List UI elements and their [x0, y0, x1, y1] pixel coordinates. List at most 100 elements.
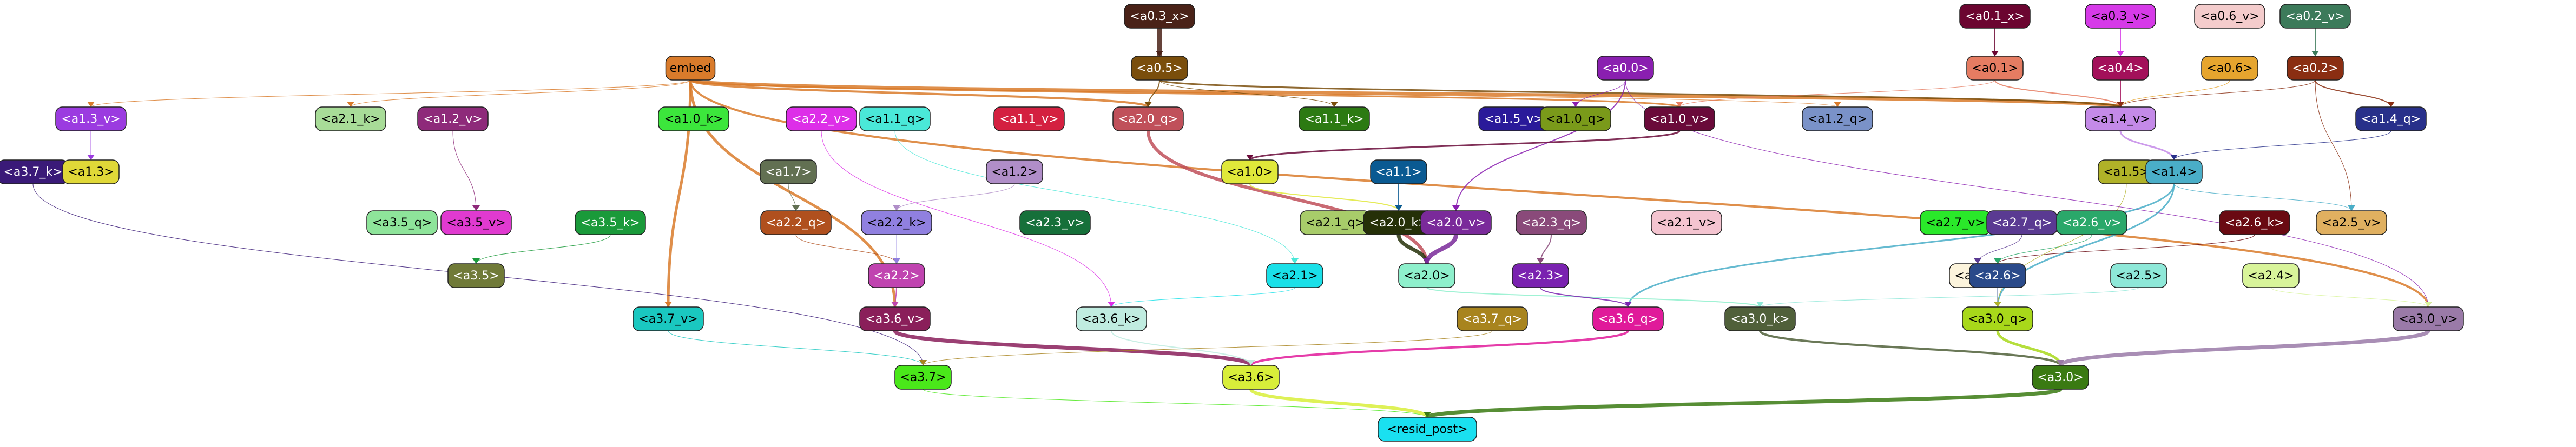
graph-node[interactable]: <a2.2>: [868, 263, 925, 288]
node-box[interactable]: [2056, 210, 2127, 235]
node-box[interactable]: [1512, 263, 1569, 288]
graph-node[interactable]: <a3.0>: [2032, 365, 2089, 390]
node-box[interactable]: [417, 106, 489, 131]
node-box[interactable]: [1266, 263, 1323, 288]
node-box[interactable]: [2032, 365, 2089, 390]
node-box[interactable]: [1959, 4, 2031, 29]
node-box[interactable]: [859, 106, 931, 131]
node-box[interactable]: [2219, 210, 2290, 235]
node-box[interactable]: [1131, 56, 1188, 81]
node-box[interactable]: [2287, 56, 2344, 81]
node-box[interactable]: [1966, 56, 2024, 81]
node-box[interactable]: [1221, 159, 1279, 184]
node-box[interactable]: [366, 210, 438, 235]
graph-node[interactable]: <a3.7_k>: [0, 159, 69, 184]
node-box[interactable]: [2145, 159, 2203, 184]
node-box[interactable]: [1112, 106, 1184, 131]
node-box[interactable]: [1644, 106, 1715, 131]
node-box[interactable]: [440, 210, 512, 235]
graph-node[interactable]: <a0.2>: [2287, 56, 2344, 81]
node-box[interactable]: [2085, 4, 2156, 29]
node-box[interactable]: [1724, 306, 1796, 331]
graph-node[interactable]: <a1.2>: [986, 159, 1043, 184]
node-box[interactable]: [2279, 4, 2351, 29]
graph-node[interactable]: <a3.7>: [894, 365, 952, 390]
graph-node[interactable]: <a2.1_v>: [1651, 210, 1722, 235]
node-box[interactable]: [2316, 210, 2387, 235]
node-box[interactable]: [868, 263, 925, 288]
graph-node[interactable]: <a0.3_x>: [1124, 4, 1195, 29]
node-box[interactable]: [1222, 365, 1280, 390]
graph-node[interactable]: <a0.1_x>: [1959, 4, 2031, 29]
graph-node[interactable]: <a2.3_q>: [1516, 210, 1587, 235]
node-box[interactable]: [861, 210, 932, 235]
node-box[interactable]: [2085, 106, 2156, 131]
node-box[interactable]: [575, 210, 646, 235]
graph-node[interactable]: <a3.5_q>: [366, 210, 438, 235]
graph-node[interactable]: <a0.4>: [2092, 56, 2149, 81]
node-box[interactable]: [447, 263, 505, 288]
node-box[interactable]: [1969, 263, 2026, 288]
graph-node[interactable]: <a3.6_q>: [1592, 306, 1664, 331]
node-box[interactable]: [2355, 106, 2427, 131]
node-box[interactable]: [2092, 56, 2149, 81]
graph-node[interactable]: <a3.6_v>: [859, 306, 931, 331]
graph-node[interactable]: <a1.1_k>: [1299, 106, 1370, 131]
node-box[interactable]: [1076, 306, 1147, 331]
graph-node[interactable]: <a2.7_q>: [1986, 210, 2058, 235]
graph-node[interactable]: <a2.1_k>: [315, 106, 386, 131]
node-box[interactable]: [1962, 306, 2033, 331]
node-box[interactable]: [62, 159, 120, 184]
node-box[interactable]: [658, 106, 729, 131]
graph-node[interactable]: embed: [665, 56, 716, 81]
graph-node[interactable]: <a1.2_q>: [1802, 106, 1873, 131]
graph-node[interactable]: <a0.6_v>: [2194, 4, 2265, 29]
graph-node[interactable]: <a2.1_q>: [1300, 210, 1371, 235]
node-box[interactable]: [1592, 306, 1664, 331]
graph-node[interactable]: <a2.2_q>: [760, 210, 832, 235]
graph-node[interactable]: <resid_post>: [1378, 417, 1477, 442]
node-box[interactable]: [760, 159, 817, 184]
graph-node[interactable]: <a1.0_k>: [658, 106, 729, 131]
graph-node[interactable]: <a2.5>: [2110, 263, 2167, 288]
graph-node[interactable]: <a2.0>: [1398, 263, 1455, 288]
graph-node[interactable]: <a1.1_q>: [859, 106, 931, 131]
graph-node[interactable]: <a1.4_v>: [2085, 106, 2156, 131]
node-box[interactable]: [1124, 4, 1195, 29]
node-box[interactable]: [315, 106, 386, 131]
graph-node[interactable]: <a1.0_q>: [1540, 106, 1611, 131]
node-box[interactable]: [2242, 263, 2300, 288]
graph-node[interactable]: <a2.5_v>: [2316, 210, 2387, 235]
graph-node[interactable]: <a1.1_v>: [993, 106, 1065, 131]
node-box[interactable]: [786, 106, 857, 131]
node-box[interactable]: [993, 106, 1065, 131]
graph-node[interactable]: <a2.0_k>: [1363, 210, 1434, 235]
graph-node[interactable]: <a2.3>: [1512, 263, 1569, 288]
graph-node[interactable]: <a3.0_q>: [1962, 306, 2033, 331]
graph-node[interactable]: <a1.2_v>: [417, 106, 489, 131]
node-box[interactable]: [1802, 106, 1873, 131]
graph-node[interactable]: <a0.0>: [1597, 56, 1654, 81]
graph-node[interactable]: <a3.7_v>: [633, 306, 704, 331]
node-box[interactable]: [1398, 263, 1455, 288]
graph-node[interactable]: <a2.2_k>: [861, 210, 932, 235]
graph-node[interactable]: <a2.3_v>: [1019, 210, 1091, 235]
graph-node[interactable]: <a2.7_v>: [1920, 210, 1991, 235]
node-box[interactable]: [1540, 106, 1611, 131]
graph-node[interactable]: <a1.7>: [760, 159, 817, 184]
graph-node[interactable]: <a1.1>: [1370, 159, 1427, 184]
graph-node[interactable]: <a3.6>: [1222, 365, 1280, 390]
node-box[interactable]: [1378, 417, 1477, 442]
graph-node[interactable]: <a1.4_q>: [2355, 106, 2427, 131]
node-box[interactable]: [760, 210, 832, 235]
node-box[interactable]: [1299, 106, 1370, 131]
graph-node[interactable]: <a2.4>: [2242, 263, 2300, 288]
node-box[interactable]: [1420, 210, 1492, 235]
graph-node[interactable]: <a3.6_k>: [1076, 306, 1147, 331]
node-box[interactable]: [665, 56, 716, 81]
graph-node[interactable]: <a3.5_k>: [575, 210, 646, 235]
graph-node[interactable]: <a0.2_v>: [2279, 4, 2351, 29]
node-box[interactable]: [55, 106, 127, 131]
graph-node[interactable]: <a2.0_q>: [1112, 106, 1184, 131]
graph-node[interactable]: <a2.6_k>: [2219, 210, 2290, 235]
